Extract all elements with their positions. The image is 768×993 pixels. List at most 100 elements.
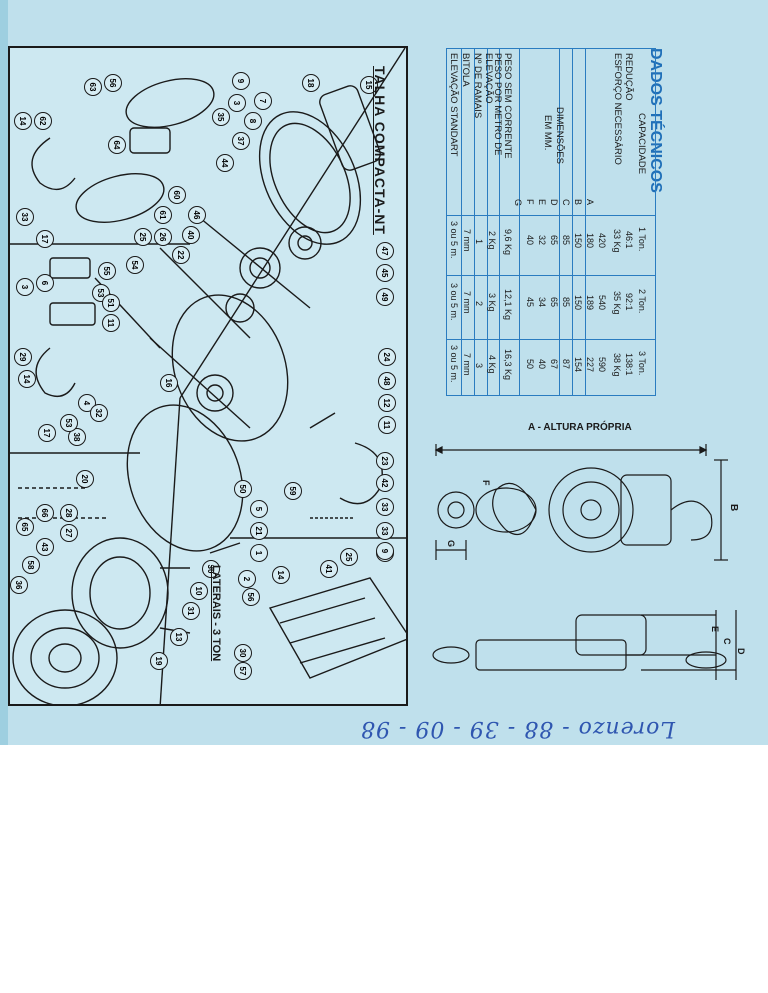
part-number: 23 — [376, 452, 394, 470]
part-number: 24 — [378, 348, 396, 366]
cell-value: 3 Kg — [487, 293, 497, 312]
part-number: 51 — [102, 294, 120, 312]
part-number: 42 — [376, 474, 394, 492]
part-number: 50 — [234, 480, 252, 498]
part-number: 9 — [232, 72, 250, 90]
cell-value: 50 — [525, 359, 535, 370]
part-number: 28 — [60, 504, 78, 522]
part-number: 66 — [36, 504, 54, 522]
part-number: 14 — [18, 370, 36, 388]
part-number: 55 — [98, 262, 116, 280]
part-number: 54 — [126, 256, 144, 274]
cell-value: 38 Kg — [612, 353, 622, 377]
cell-value: 40 — [537, 359, 547, 370]
part-number: 40 — [182, 226, 200, 244]
part-number: 58 — [22, 556, 40, 574]
cell-value: 65 — [549, 235, 559, 246]
cell-value: 45 — [525, 297, 535, 308]
cap-2: 2 Ton. — [637, 289, 647, 314]
part-number: 25 — [134, 228, 152, 246]
part-number: 1 — [250, 544, 268, 562]
part-number: 41 — [320, 560, 338, 578]
cell-value: 16,3 Kg — [503, 349, 513, 381]
label-peso-sem: PESO SEM CORRENTE — [502, 53, 513, 159]
cell-value: 138:1 — [624, 353, 634, 376]
cell-value: 34 — [537, 297, 547, 308]
cell-value: 92:1 — [624, 293, 634, 311]
dim-letter: C — [561, 199, 571, 206]
cell-value: 189 — [585, 295, 595, 311]
cell-value: 46:1 — [624, 231, 634, 249]
part-number: 53 — [60, 414, 78, 432]
dim-letter: F — [525, 199, 535, 205]
cell-value: 227 — [585, 357, 595, 373]
part-number: 64 — [108, 136, 126, 154]
cell-value: 85 — [561, 235, 571, 246]
cap-3: 3 Ton. — [637, 351, 647, 376]
cell-value: 180 — [585, 233, 595, 249]
part-number: 45 — [376, 264, 394, 282]
part-number: 37 — [232, 132, 250, 150]
label-ramais: Nº DE RAMAIS — [472, 53, 483, 119]
dim-letter: A — [585, 199, 595, 206]
part-number: 11 — [102, 314, 120, 332]
part-number: 3 — [16, 278, 34, 296]
label-esforco: ESFORÇO NECESSÁRIO — [612, 53, 623, 165]
cell-value: 3 ou 5 m. — [449, 345, 459, 383]
part-number: 12 — [378, 394, 396, 412]
cell-value: 33 Kg — [612, 229, 622, 253]
cell-value: 40 — [525, 235, 535, 246]
cell-value: 150 — [573, 295, 583, 311]
dimension-drawing: A - ALTURA PRÓPRIA B C D E F G — [416, 420, 746, 710]
dim-label-a: A - ALTURA PRÓPRIA — [528, 422, 632, 433]
part-number: 6 — [36, 274, 54, 292]
part-number: 27 — [60, 524, 78, 542]
diagram-title: TALHA COMPACTA-NT — [372, 66, 388, 235]
dim-letter: G — [513, 199, 523, 207]
cell-value: 420 — [597, 233, 607, 249]
part-number: 56 — [104, 74, 122, 92]
part-number: 18 — [302, 74, 320, 92]
cap-1: 1 Ton. — [637, 227, 647, 252]
cell-value: 3 ou 5 m. — [449, 283, 459, 321]
cell-value: 154 — [573, 357, 583, 373]
tech-data-table: CAPACIDADE REDUÇÃO ESFORÇO NECESSÁRIO DI… — [446, 48, 656, 396]
part-number: 21 — [250, 522, 268, 540]
cell-value: 9,6 Kg — [503, 229, 513, 256]
part-number: 30 — [234, 644, 252, 662]
part-number: 19 — [150, 652, 168, 670]
dim-letter: E — [537, 199, 547, 206]
cell-value: 67 — [549, 359, 559, 370]
laterais-label: LATERAIS - 3 TON — [210, 565, 222, 662]
part-number: 17 — [38, 424, 56, 442]
part-number: 22 — [172, 246, 190, 264]
cell-value: 3 — [474, 363, 484, 369]
label-bitola: BITOLA — [460, 53, 471, 87]
part-number: 49 — [376, 288, 394, 306]
part-number: 25 — [340, 548, 358, 566]
part-number: 43 — [36, 538, 54, 556]
exploded-diagram-panel: 15 18 9 7 8 3 35 37 44 56 63 64 62 14 60… — [8, 46, 408, 706]
cell-value: 65 — [549, 297, 559, 308]
part-number: 17 — [36, 230, 54, 248]
part-number: 14 — [14, 112, 32, 130]
part-number: 65 — [16, 518, 34, 536]
cell-value: 3 ou 5 m. — [449, 221, 459, 259]
dim-letter: D — [549, 199, 559, 206]
part-number: 59 — [284, 482, 302, 500]
label-elevacao: ELEVAÇÃO — [483, 53, 494, 104]
part-number: 33 — [16, 208, 34, 226]
label-capacidade: CAPACIDADE — [636, 113, 647, 175]
part-number: 46 — [188, 206, 206, 224]
handwritten-note: Lorenzo - 88 - 39 - 09 - 98 — [359, 716, 675, 741]
cell-value: 540 — [597, 295, 607, 311]
cell-value: 35 Kg — [612, 291, 622, 315]
part-number: 47 — [376, 242, 394, 260]
part-number: 57 — [234, 662, 252, 680]
part-number: 29 — [14, 348, 32, 366]
cell-value: 2 — [474, 301, 484, 307]
part-number: 20 — [76, 470, 94, 488]
part-number: 13 — [170, 628, 188, 646]
part-number: 60 — [168, 186, 186, 204]
dim-label-f: F — [481, 480, 491, 486]
